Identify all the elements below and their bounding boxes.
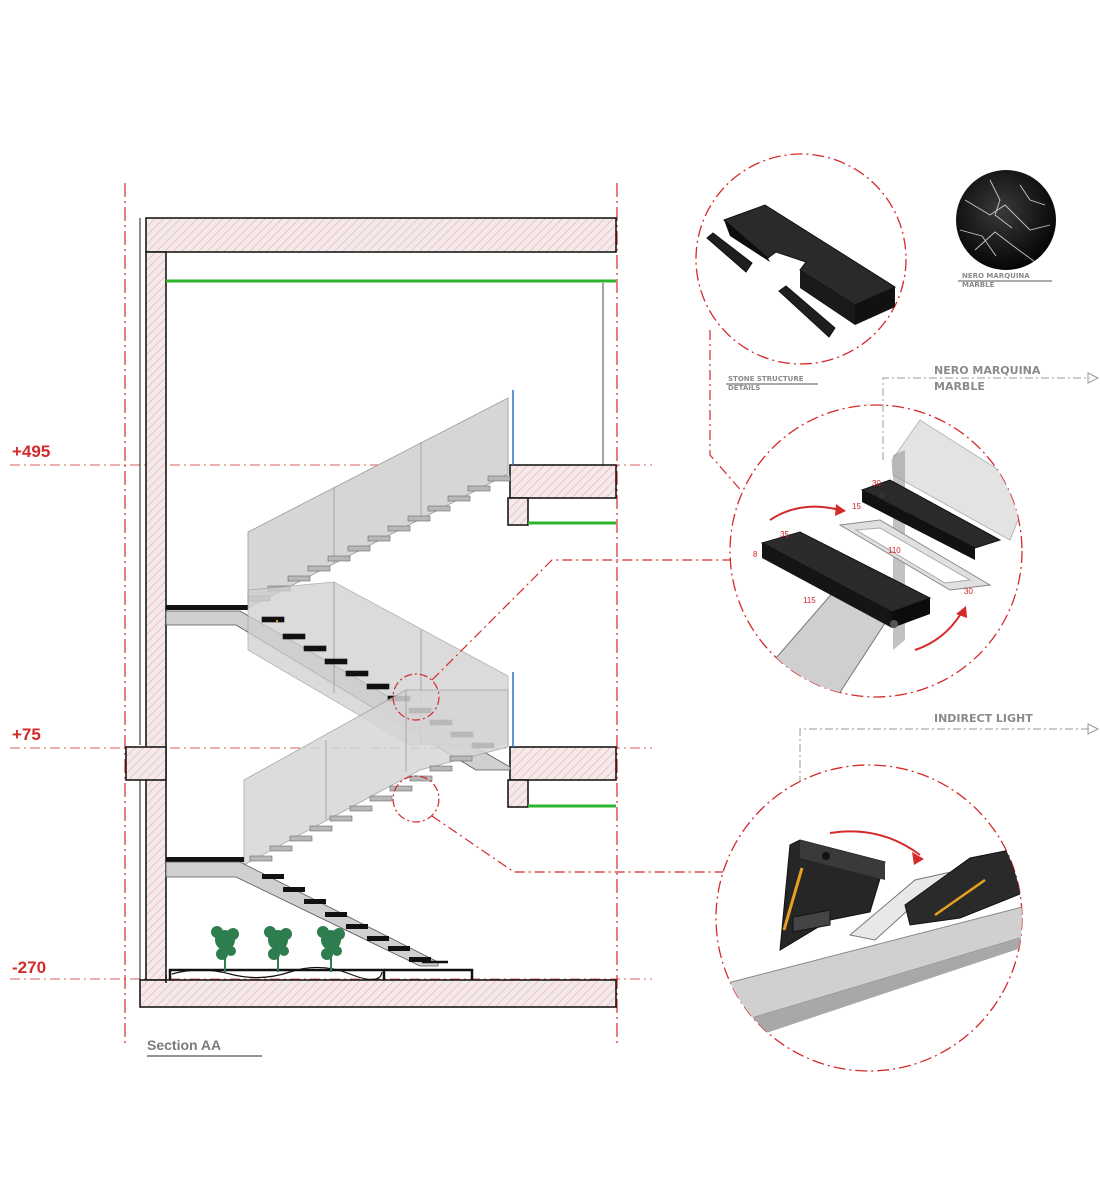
stone-structure-label-1: STONE STRUCTURE [728,375,804,383]
level-label-75: +75 [12,725,41,744]
lower-left-landing [166,857,244,862]
detail-marker-2 [392,775,440,823]
rotate-arrow-light [829,830,921,856]
upper-glass-balustrade [247,390,514,609]
detail-marker-1 [392,673,440,721]
dim-115: 115 [803,596,816,605]
level-label-495: +495 [12,442,50,461]
leader-stone-to-marble [709,330,746,496]
ground-slab [139,979,617,1008]
leader-lines [431,330,746,873]
leader-to-marble-detail [431,559,730,681]
plant-icon [264,926,292,972]
rotate-arrow-top [769,505,841,521]
plant-icon [211,926,239,972]
dim-30-bottom: 30 [964,587,973,596]
dim-15: 15 [852,502,861,511]
rotate-arrow-bottom [914,611,963,651]
building-structure [125,217,617,1008]
leader-to-light-detail [431,815,725,873]
dim-8: 8 [753,550,758,559]
plant-icons [211,926,345,972]
marble-swatch-label-2: MARBLE [962,281,995,289]
dim-30-top: 30 [872,479,881,488]
mid-beam [125,746,167,781]
upper-left-landing [166,605,248,610]
light-callout-label: INDIRECT LIGHT [934,712,1033,725]
lower-glass-balustrade [243,689,509,866]
marble-callout-label-1: NERO MARQUINA [934,364,1041,377]
marble-step-detail: 30 15 35 8 110 115 30 [729,404,1023,698]
plant-icon [317,926,345,972]
mid-beam-right [507,779,529,808]
level-label-270: -270 [12,958,46,977]
dim-110: 110 [888,546,901,555]
section-title: Section AA [147,1037,221,1053]
marble-callout-label-2: MARBLE [934,380,985,393]
indirect-light-detail [715,764,1023,1072]
marble-swatch-label-1: NERO MARQUINA [962,272,1030,280]
led-strip-right [934,878,986,917]
lower-middle-steps [249,755,473,862]
led-strip-left [782,867,804,931]
marble-swatch: NERO MARQUINA MARBLE [956,170,1056,289]
stone-structure-detail: STONE STRUCTURE DETAILS [695,153,907,392]
stone-structure-label-2: DETAILS [728,384,760,392]
upper-landing-slab [509,464,617,499]
mid-landing-slab [509,746,617,781]
ground-steps [262,874,431,962]
soil-line [171,966,383,981]
ceiling-lines [166,279,616,808]
marble-callout: NERO MARQUINA MARBLE [882,364,1100,460]
left-wall [145,251,167,981]
roof-slab [145,217,617,253]
dim-35: 35 [780,530,789,539]
upper-beam [507,497,529,526]
